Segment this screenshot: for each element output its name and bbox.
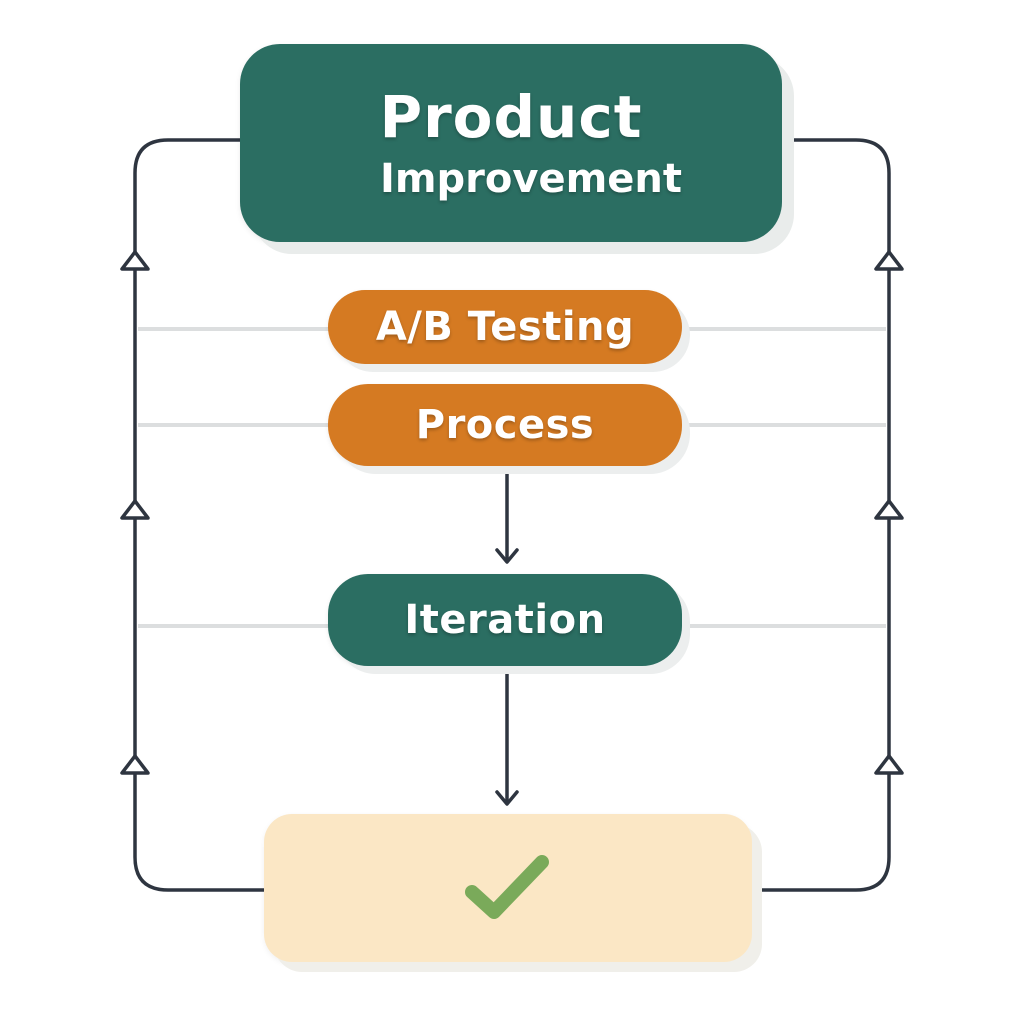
result-node: [264, 814, 752, 962]
up-arrow-icon: [120, 250, 150, 271]
process-label: Process: [415, 402, 595, 448]
checkmark-icon: [465, 855, 549, 919]
guide-lines: [138, 327, 886, 628]
ab-testing-node: A/B Testing: [328, 290, 682, 364]
ab-testing-label: A/B Testing: [375, 304, 635, 350]
product-improvement-subtitle: Improvement: [379, 156, 682, 203]
process-node: Process: [328, 384, 682, 466]
up-arrow-icon: [874, 499, 904, 520]
down-arrow-icon: [495, 548, 519, 564]
up-arrow-icon: [874, 754, 904, 775]
up-arrow-icon: [120, 754, 150, 775]
up-arrow-icon: [874, 250, 904, 271]
product-improvement-title: Product: [379, 82, 643, 151]
iteration-node: Iteration: [328, 574, 682, 666]
flow-arrows: [495, 464, 519, 806]
feedback-loops: [133, 138, 891, 892]
product-improvement-node: Product Improvement: [240, 44, 782, 242]
feedback-loop-right: [748, 138, 891, 892]
loop-arrowheads: [120, 250, 904, 775]
down-arrow-icon: [495, 790, 519, 806]
iteration-label: Iteration: [404, 597, 606, 643]
feedback-loop-left: [133, 138, 268, 892]
up-arrow-icon: [120, 499, 150, 520]
